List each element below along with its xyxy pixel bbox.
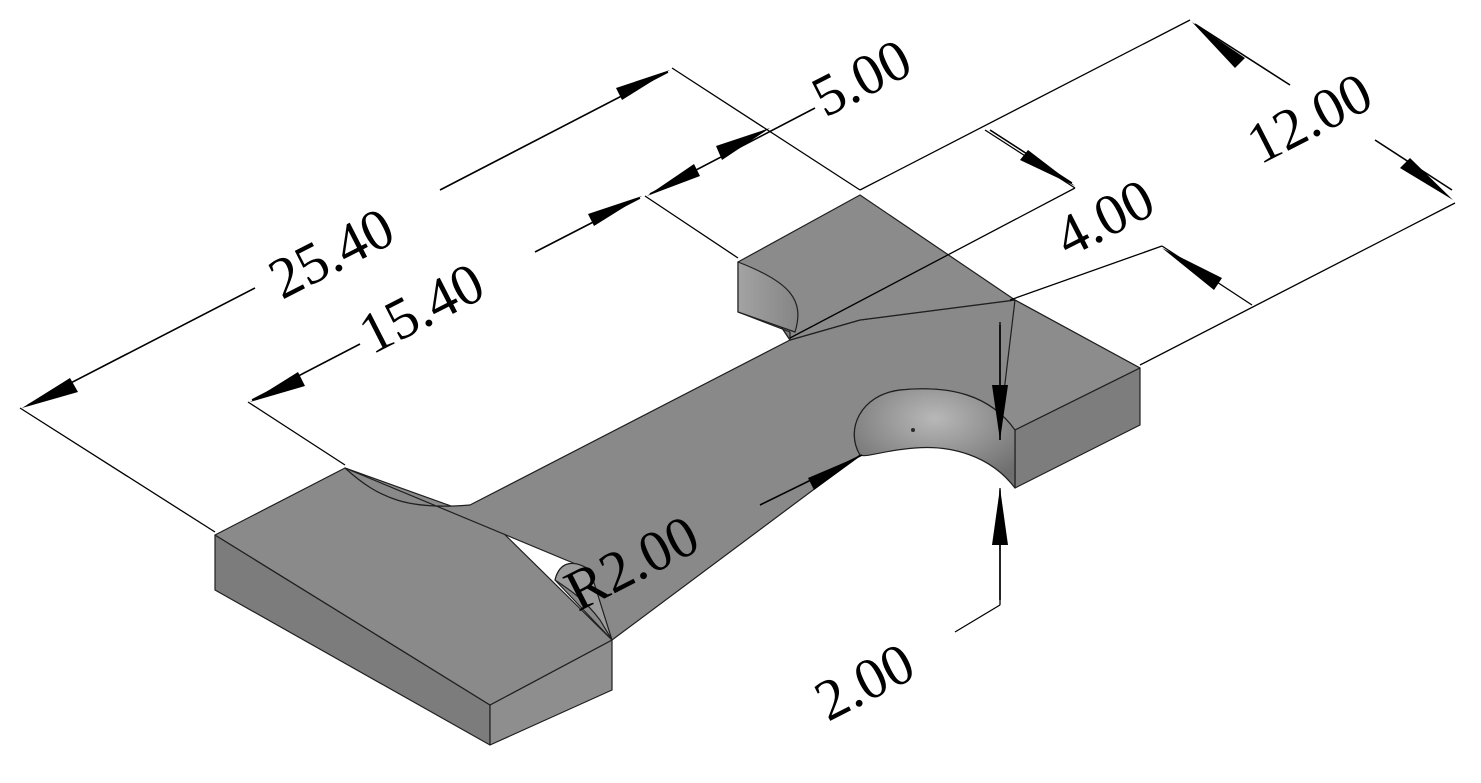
dim-tab-width: 5.00	[801, 26, 921, 130]
dim-thickness: 2.00	[804, 630, 924, 734]
arrowheads	[22, 22, 1453, 545]
arrow-4-bottom	[1162, 248, 1222, 290]
arrow-2-bottom	[992, 488, 1008, 545]
part-body	[214, 194, 1141, 746]
arrow-12-top	[1192, 22, 1245, 68]
arrow-25-left	[22, 378, 78, 408]
front-slot-fillet	[554, 562, 613, 641]
arrow-4-top	[1020, 150, 1075, 186]
semicircular-hole-wall	[853, 388, 1016, 489]
dim-overall-width: 12.00	[1236, 59, 1382, 176]
hole-center-mark	[911, 428, 915, 432]
arrow-5-right	[716, 128, 770, 160]
arrow-12-bottom	[1400, 158, 1453, 200]
arrow-15-right	[588, 196, 642, 226]
arrow-25-right	[616, 70, 670, 100]
left-end-top-face	[214, 467, 613, 706]
dim-slot-offset: 4.00	[1044, 166, 1164, 270]
arrow-r2	[808, 455, 862, 490]
arrow-5-left	[647, 164, 700, 196]
back-tab-fillet	[737, 261, 799, 333]
arrow-2-top	[992, 385, 1008, 440]
arrow-15-left	[250, 372, 305, 402]
